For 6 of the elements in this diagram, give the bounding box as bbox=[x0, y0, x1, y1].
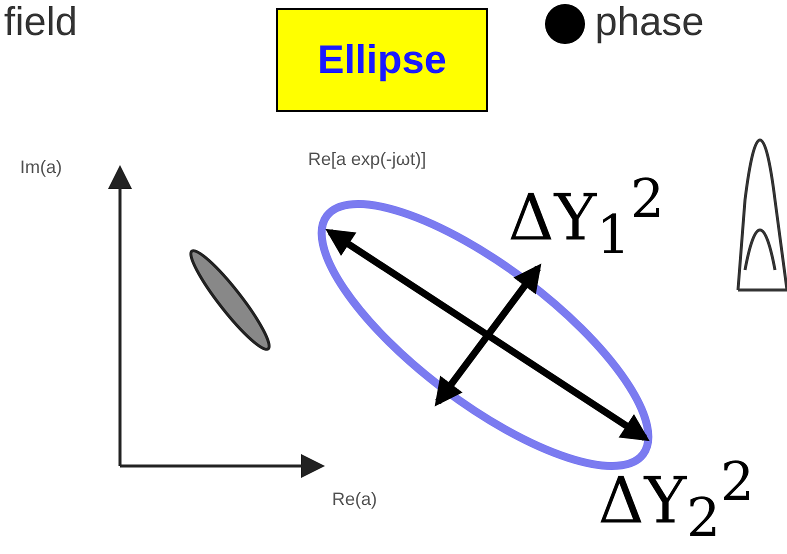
axis-label: Re(a) bbox=[332, 490, 378, 508]
heading-text: phase bbox=[595, 2, 704, 42]
heading-text: field bbox=[4, 2, 78, 42]
axis-label: Im(a) bbox=[20, 158, 62, 176]
axis-label: Re[a exp(-jωt)] bbox=[308, 150, 426, 168]
title-box: Ellipse bbox=[276, 8, 488, 112]
